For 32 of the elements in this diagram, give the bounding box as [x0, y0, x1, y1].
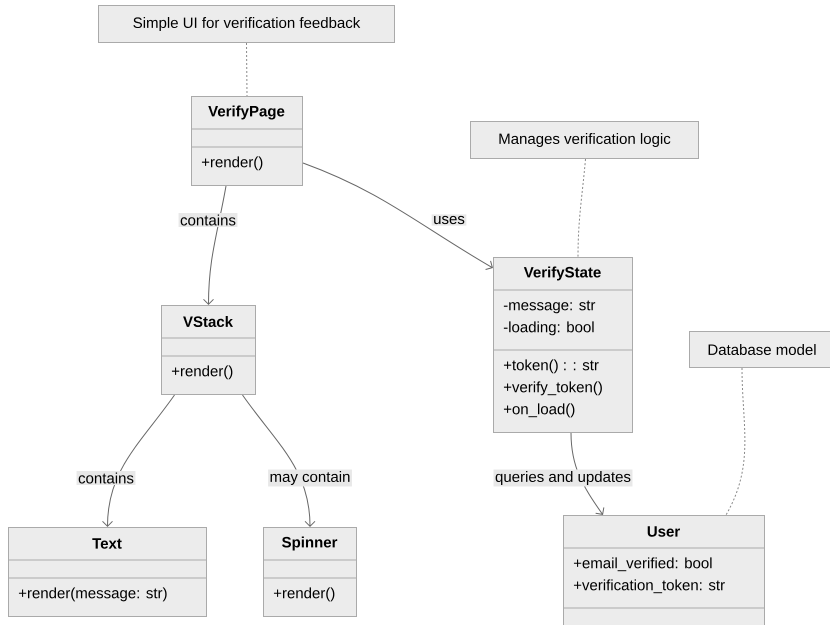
edge-label: queries and updates [494, 470, 632, 486]
edge-label: contains [178, 213, 238, 228]
member-text: +verify_token() [504, 381, 602, 396]
class-name: Spinner [282, 536, 338, 550]
member-text: +render() [274, 587, 334, 602]
member-text: +email_verified: bool [574, 557, 712, 572]
member-text: +render(message: str) [18, 587, 167, 602]
member-text: -message: str [504, 300, 596, 314]
leader-line [578, 158, 586, 258]
member-text: +render() [172, 365, 232, 380]
edge-label: contains [76, 471, 136, 486]
arrow [302, 162, 493, 270]
note-box: Database model [689, 331, 830, 368]
class-name: Text [92, 538, 122, 549]
edge-label: uses [432, 214, 466, 226]
note-box: Manages verification logic [470, 121, 699, 159]
class-name: VerifyState [524, 266, 601, 280]
edge-label: may contain [268, 470, 352, 486]
member-text: +on_load() [504, 403, 574, 418]
member-text: +render() [202, 156, 262, 170]
arrow [203, 186, 226, 305]
arrow [242, 394, 316, 527]
arrow [102, 394, 175, 527]
class-name: User [648, 526, 680, 537]
class-name: VerifyPage [208, 105, 284, 120]
class-name: VStack [183, 316, 234, 327]
member-text: -loading: bool [504, 321, 594, 336]
member-text: +token() : : str [504, 359, 599, 374]
leader-line [246, 42, 248, 96]
note-box: Simple UI for verification feedback [98, 5, 395, 43]
leader-line [726, 368, 746, 516]
member-text: +verification_token: str [574, 579, 725, 594]
